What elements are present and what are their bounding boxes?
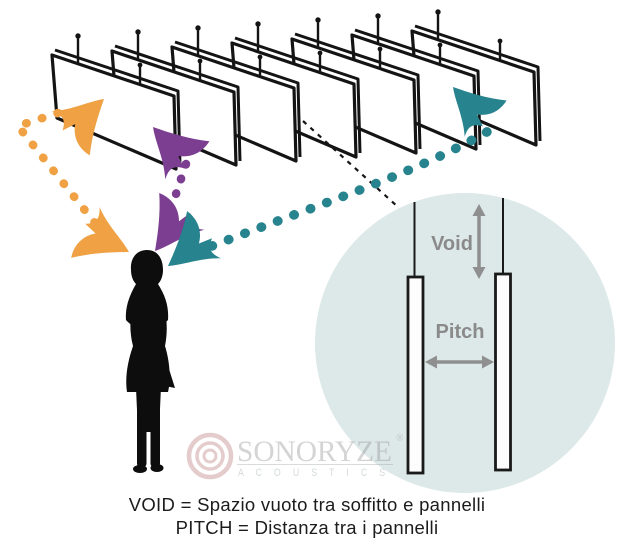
logo-rings-icon [186, 432, 234, 480]
logo-name: SONORYZE [237, 435, 392, 468]
brand-watermark: SONORYZE ® A C O U S T I C S [186, 432, 404, 480]
void-dimension-arrow [472, 204, 486, 279]
listener-silhouette [125, 250, 175, 473]
pitch-label: Pitch [436, 321, 485, 343]
void-label: Void [431, 233, 473, 255]
inset-panel-left [406, 275, 425, 475]
logo-subtitle: A C O U S T I C S [238, 467, 390, 479]
baffle-panel-row [50, 7, 542, 171]
arrow-orange-at-listener [64, 205, 141, 284]
pitch-dimension-arrow [425, 355, 494, 369]
detail-circle [315, 193, 615, 493]
legend-pitch-line: PITCH = Distanza tra i pannelli [176, 517, 439, 538]
sound-path-orange [13, 108, 100, 228]
sound-path-purple [168, 159, 191, 208]
void-pitch-inset: Void Pitch [406, 198, 512, 475]
magnifier-leader-line [302, 120, 399, 208]
legend-void-line: VOID = Spazio vuoto tra soffitto e panne… [129, 494, 486, 515]
logo-registered-mark: ® [396, 433, 404, 444]
inset-panel-right [494, 272, 512, 472]
